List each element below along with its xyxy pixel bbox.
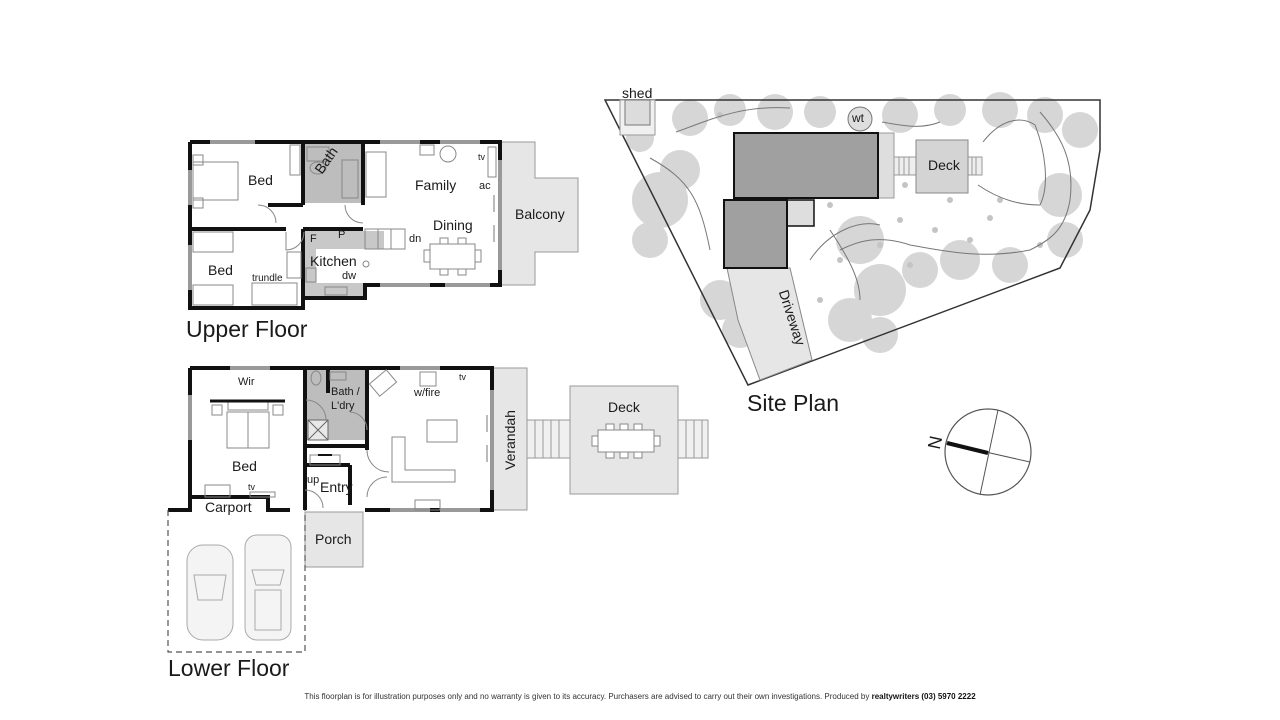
north-arrow	[946, 441, 989, 455]
site-deck	[915, 139, 969, 194]
room-label-bed-lower: Bed	[232, 458, 257, 474]
room-label-dining: Dining	[433, 217, 473, 233]
room-label-family: Family	[415, 177, 457, 193]
label-stairs-down: dn	[409, 233, 422, 245]
room-label-balcony: Balcony	[515, 206, 565, 222]
kitchen-sink-bench	[304, 283, 364, 297]
label-wood-fire: w/fire	[414, 387, 441, 399]
property-boundary	[603, 99, 1101, 386]
site-plan-title: Site Plan	[747, 390, 840, 416]
lower-floor-plan	[167, 366, 709, 653]
room-label-porch: Porch	[315, 531, 352, 547]
disclaimer-text: This floorplan is for illustration purpo…	[304, 692, 870, 701]
upper-floor-title: Upper Floor	[186, 316, 308, 342]
room-label-deck: Deck	[608, 399, 640, 415]
label-fridge: F	[310, 233, 317, 245]
label-bath-laundry-2: L'dry	[331, 400, 355, 412]
label-bath-laundry-1: Bath /	[331, 386, 360, 398]
balcony-area	[499, 141, 579, 286]
label-ac: ac	[479, 180, 491, 192]
label-tv-living: tv	[459, 372, 467, 382]
house-lower-block	[723, 199, 788, 269]
label-trundle: trundle	[252, 273, 283, 284]
label-water-tank: wt	[852, 111, 864, 125]
room-label-carport: Carport	[205, 499, 252, 515]
room-label-bed-2: Bed	[208, 262, 233, 278]
kitchen-side-bench	[304, 249, 316, 283]
label-tv-bed: tv	[248, 482, 256, 492]
room-label-verandah: Verandah	[502, 410, 518, 470]
kitchen-bench	[304, 231, 384, 249]
label-wir: Wir	[238, 376, 255, 388]
site-plan	[603, 92, 1101, 386]
producer-credit: realtywriters (03) 5970 2222	[871, 692, 976, 701]
porch-area	[304, 511, 364, 568]
room-label-entry: Entry	[320, 479, 353, 495]
compass	[944, 408, 1032, 496]
room-label-kitchen: Kitchen	[310, 253, 357, 269]
upper-floor-plan	[188, 140, 579, 310]
label-tv-upper: tv	[478, 152, 486, 162]
carport-outline	[167, 510, 306, 653]
label-pantry: P	[338, 229, 346, 241]
label-stairs-up: up	[307, 474, 320, 486]
water-tank	[847, 106, 873, 132]
label-dishwasher: dw	[342, 270, 357, 282]
house-upper-block	[733, 132, 879, 199]
shed	[624, 99, 651, 126]
label-shed: shed	[622, 85, 653, 101]
label-site-deck: Deck	[928, 157, 960, 173]
room-label-bed-1: Bed	[248, 172, 273, 188]
footer-disclaimer: This floorplan is for illustration purpo…	[0, 692, 1280, 701]
lower-floor-title: Lower Floor	[168, 655, 290, 681]
